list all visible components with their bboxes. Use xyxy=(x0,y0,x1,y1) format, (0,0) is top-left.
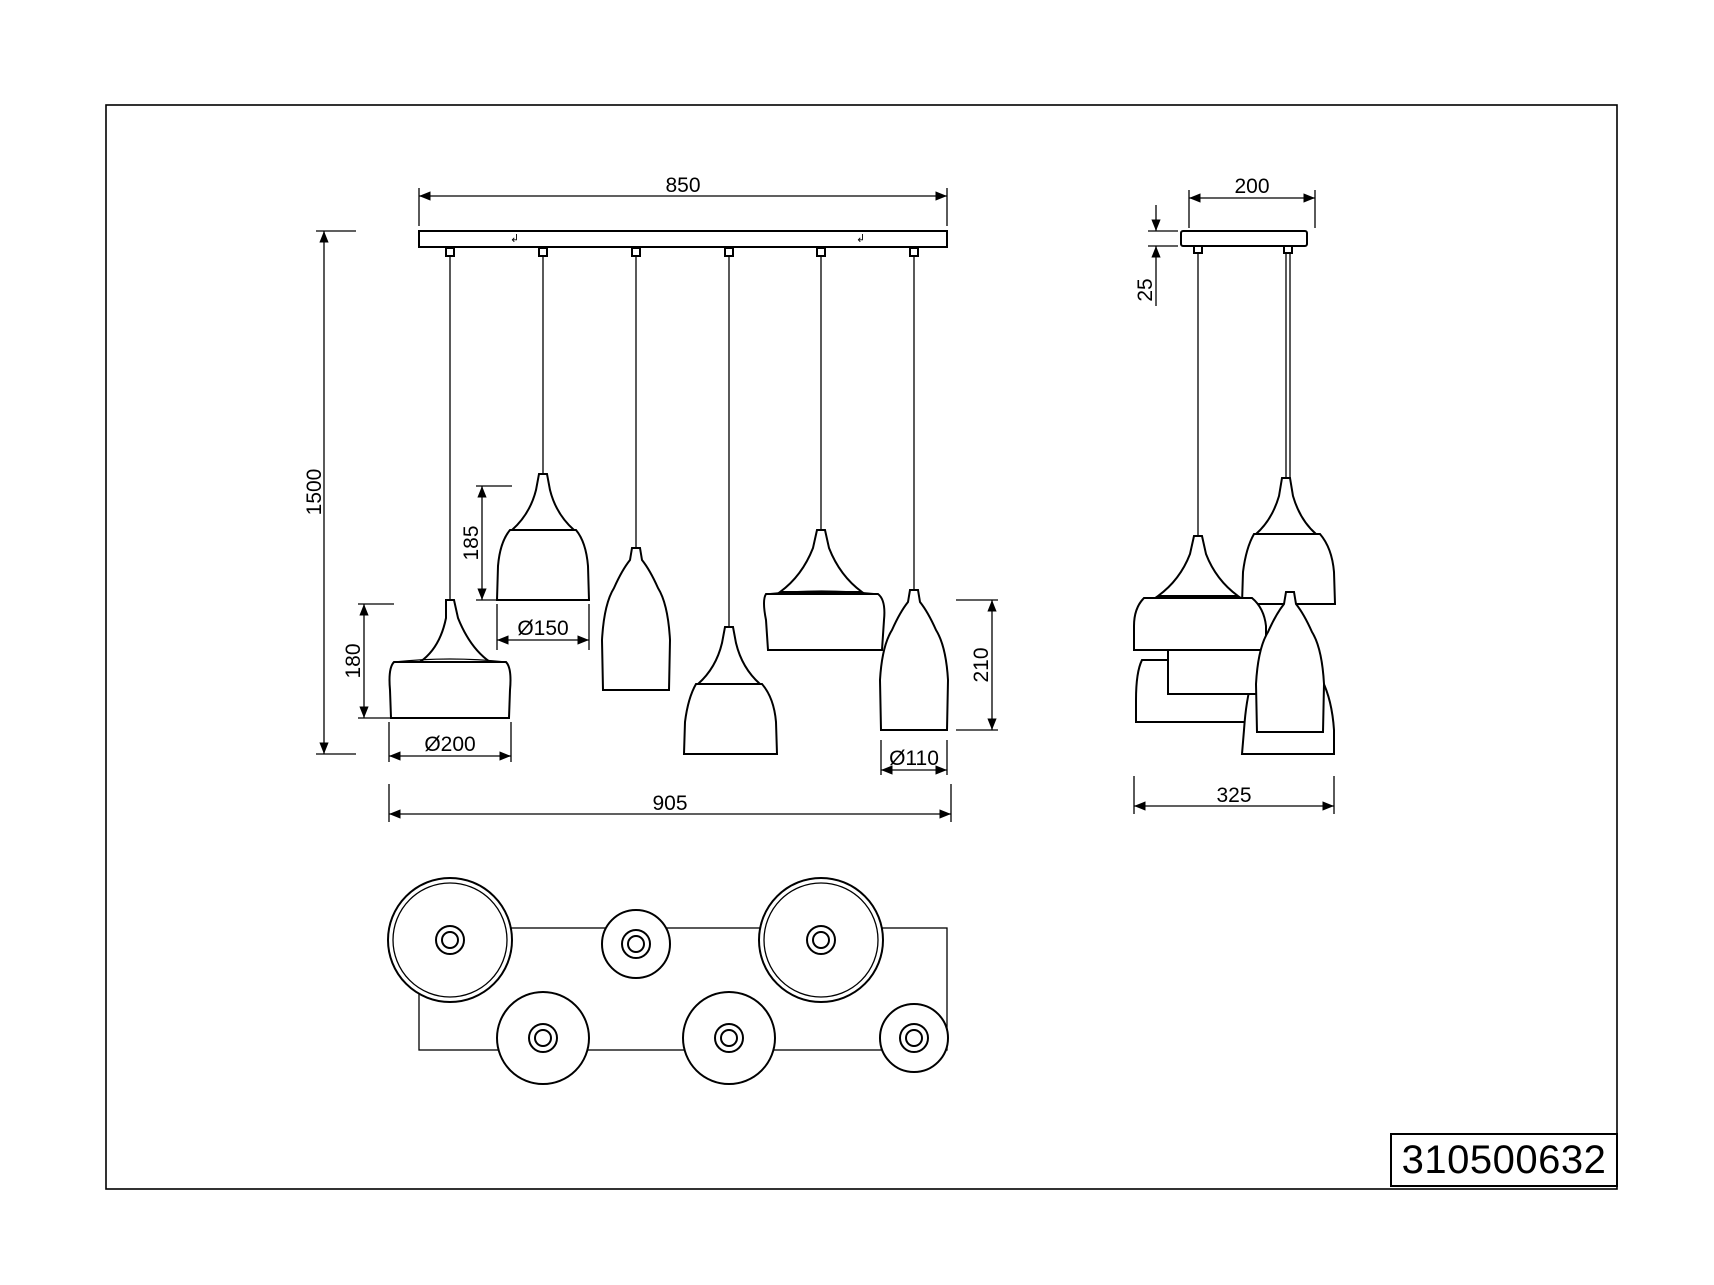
dimension-overall-depth: 325 xyxy=(1133,776,1335,814)
article-number: 310500632 xyxy=(1401,1137,1607,1182)
dimension-shade-large-diameter: Ø200 xyxy=(388,722,512,762)
side-view: 200 25 325 xyxy=(1133,175,1337,814)
canopy-screw-mark: ↲ xyxy=(856,233,865,245)
top-disc-small xyxy=(879,1003,949,1073)
pendant-cords xyxy=(445,247,919,627)
pendant-shade-large xyxy=(763,529,886,651)
side-canopy xyxy=(1180,230,1308,247)
side-shade-inner xyxy=(1167,649,1269,695)
top-disc-medium xyxy=(682,991,776,1085)
pendant-shade-medium xyxy=(495,473,591,601)
dimension-canopy-depth: 200 xyxy=(1188,175,1316,228)
shade-small-diameter-label: Ø110 xyxy=(889,747,939,770)
pendant-shade-small xyxy=(600,547,672,691)
article-number-box: 310500632 xyxy=(1390,1133,1618,1187)
shade-large-diameter-label: Ø200 xyxy=(424,733,475,756)
dimension-canopy-width: 850 xyxy=(418,174,948,226)
overall-width-label: 905 xyxy=(652,792,687,815)
shade-large-height-label: 180 xyxy=(342,643,365,678)
canopy-depth-label: 200 xyxy=(1234,175,1269,198)
total-height-label: 1500 xyxy=(303,469,326,516)
canopy-width-label: 850 xyxy=(665,174,700,197)
shade-medium-diameter-label: Ø150 xyxy=(517,617,568,640)
side-shade-medium xyxy=(1240,477,1337,605)
dimension-shade-small-height: 210 xyxy=(956,599,998,731)
canopy-screw-mark: ↲ xyxy=(510,233,519,245)
pendant-shade-small xyxy=(878,589,950,731)
shade-medium-height-label: 185 xyxy=(460,525,483,560)
canopy-bar xyxy=(418,230,948,248)
top-view xyxy=(387,877,949,1085)
dimension-total-height: 1500 xyxy=(303,230,356,755)
side-shade-small xyxy=(1254,591,1326,733)
pendant-shade-medium xyxy=(682,626,779,755)
sheet-frame xyxy=(105,104,1618,1190)
dimension-canopy-height: 25 xyxy=(1134,205,1178,306)
top-disc-large xyxy=(758,877,884,1003)
canopy-height-label: 25 xyxy=(1134,278,1157,301)
dimension-shade-large-height: 180 xyxy=(342,603,394,719)
dimension-overall-width: 905 xyxy=(388,784,952,822)
shade-small-height-label: 210 xyxy=(970,647,993,682)
front-view: ↲ ↲ xyxy=(303,174,998,822)
dimension-shade-small-diameter: Ø110 xyxy=(880,740,948,775)
pendant-shade-large xyxy=(388,599,512,719)
dimension-shade-medium-diameter: Ø150 xyxy=(496,604,590,650)
dimension-shade-medium-height: 185 xyxy=(460,485,512,601)
top-disc-medium xyxy=(496,991,590,1085)
overall-depth-label: 325 xyxy=(1216,784,1251,807)
top-disc-small xyxy=(601,909,671,979)
top-disc-large xyxy=(387,877,513,1003)
